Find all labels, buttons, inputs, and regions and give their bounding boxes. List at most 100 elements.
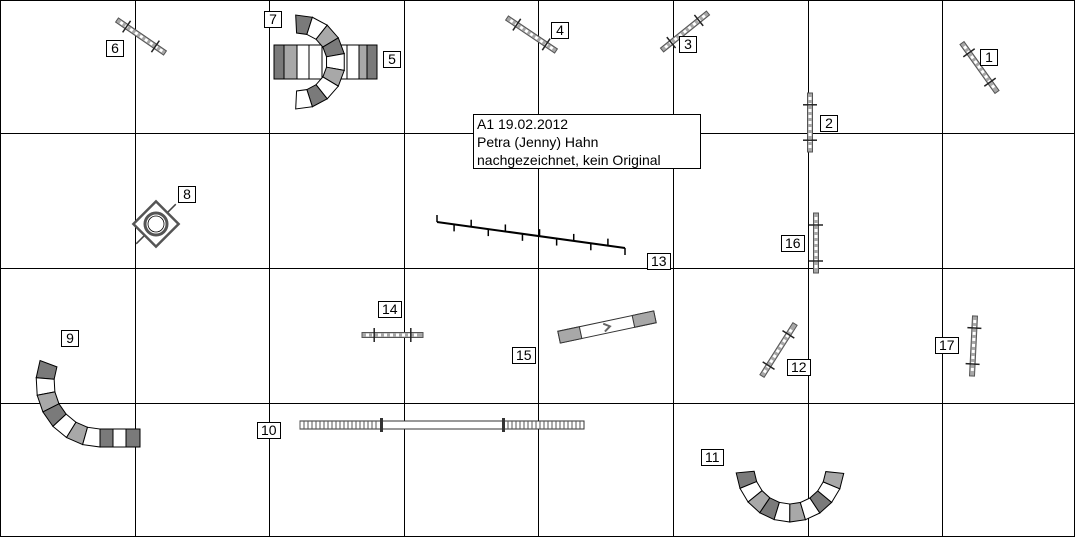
jump-stripe <box>149 41 154 46</box>
tunnel-segment <box>283 44 298 80</box>
jump-4 <box>504 15 559 54</box>
jump-stripe <box>119 21 124 26</box>
jump-stripe <box>678 33 683 38</box>
jump-14 <box>361 328 424 342</box>
tunnel-segment <box>295 89 314 110</box>
tire-body <box>131 199 181 249</box>
tunnel-segment <box>296 44 310 80</box>
jump-stripe <box>782 338 787 344</box>
jump-stripe <box>762 369 768 374</box>
obstacle-label-5: 5 <box>383 51 401 68</box>
tire-hole <box>147 215 165 233</box>
obstacle-label-11: 11 <box>701 449 724 466</box>
tunnel-segment <box>35 359 58 380</box>
jump-stripe <box>977 64 982 70</box>
jump-stripe <box>524 29 529 34</box>
course-note: nachgezeichnet, kein Original <box>477 152 661 168</box>
obstacle-label-14: 14 <box>378 301 402 318</box>
jump-stripe <box>509 18 514 24</box>
jump-stripe <box>980 69 985 74</box>
jump-12 <box>759 321 798 379</box>
weave-13 <box>436 215 626 255</box>
jump-stripe <box>991 84 996 89</box>
jump-stripe <box>134 31 139 36</box>
course-title: A1 19.02.2012 <box>477 116 569 132</box>
seesaw-pivot <box>502 418 505 432</box>
tunnel-9-straight <box>99 428 141 448</box>
obstacle-label-2: 2 <box>820 115 838 132</box>
jump-stripe <box>772 354 777 359</box>
seesaw-board <box>299 420 585 430</box>
jump-post <box>122 20 132 33</box>
tunnel-segment <box>99 428 114 448</box>
obstacle-label-3: 3 <box>679 36 697 53</box>
jump-stripe <box>701 14 706 19</box>
tunnel-segment <box>273 44 285 80</box>
course-info-box: A1 19.02.2012 Petra (Jenny) Hahn nachgez… <box>473 114 701 169</box>
jump-stripe <box>664 44 669 49</box>
jump-1 <box>959 40 1000 95</box>
jump-post <box>782 330 795 339</box>
jump-stripe <box>539 39 544 44</box>
jump-post <box>962 48 976 58</box>
aframe-apex-icon <box>602 322 612 333</box>
obstacle-label-6: 6 <box>106 40 124 57</box>
jump-2 <box>803 92 817 153</box>
tunnel-segment <box>366 44 378 80</box>
jump-stripe <box>970 55 975 60</box>
jump-16 <box>809 212 823 274</box>
tire-ring <box>143 211 169 237</box>
obstacle-label-17: 17 <box>935 337 959 354</box>
jump-stripe <box>139 34 144 39</box>
jump-stripe <box>963 45 968 50</box>
jump-stripe <box>687 25 692 30</box>
jump-stripe <box>534 35 539 40</box>
obstacle-label-10: 10 <box>257 422 281 439</box>
jump-post <box>967 326 982 330</box>
jump-17 <box>965 315 982 377</box>
jump-3 <box>659 10 711 53</box>
tunnel-segment <box>822 471 845 490</box>
tire-8 <box>131 199 181 249</box>
jump-stripe <box>549 45 554 50</box>
jump-stripe <box>788 328 793 333</box>
jump-stripe <box>692 21 697 27</box>
seesaw-pivot <box>380 418 383 432</box>
aframe-contact <box>631 310 657 328</box>
tunnel-9 <box>35 359 101 448</box>
obstacle-label-16: 16 <box>781 235 805 252</box>
tunnel-segment <box>308 44 323 80</box>
jump-stripe <box>984 74 989 79</box>
obstacle-label-7: 7 <box>264 11 282 28</box>
obstacle-label-12: 12 <box>787 359 811 376</box>
jump-stripe <box>529 32 534 37</box>
obstacle-label-8: 8 <box>178 186 196 203</box>
jump-post <box>541 38 551 51</box>
jump-post <box>512 18 522 31</box>
obstacle-label-13: 13 <box>647 253 671 270</box>
jump-6 <box>114 17 168 56</box>
aframe-contact <box>557 326 583 344</box>
tunnel-segment <box>358 44 368 80</box>
jump-stripe <box>129 27 134 33</box>
tunnel-segment <box>112 428 127 448</box>
tunnel-segment <box>346 44 360 80</box>
aframe-15 <box>557 310 657 344</box>
jump-stripe <box>785 333 790 338</box>
jump-stripe <box>682 29 688 34</box>
seesaw-10 <box>299 418 585 432</box>
jump-post <box>693 14 704 27</box>
aframe-body <box>557 310 657 344</box>
jump-stripe <box>775 349 780 354</box>
jump-stripe <box>769 359 774 364</box>
jump-post <box>762 361 775 370</box>
tunnel-7 <box>295 14 345 110</box>
jump-post <box>150 40 160 53</box>
jump-stripe <box>973 60 978 65</box>
tunnel-11 <box>735 470 845 523</box>
jump-stripe <box>519 25 524 30</box>
jump-stripe <box>159 48 164 53</box>
